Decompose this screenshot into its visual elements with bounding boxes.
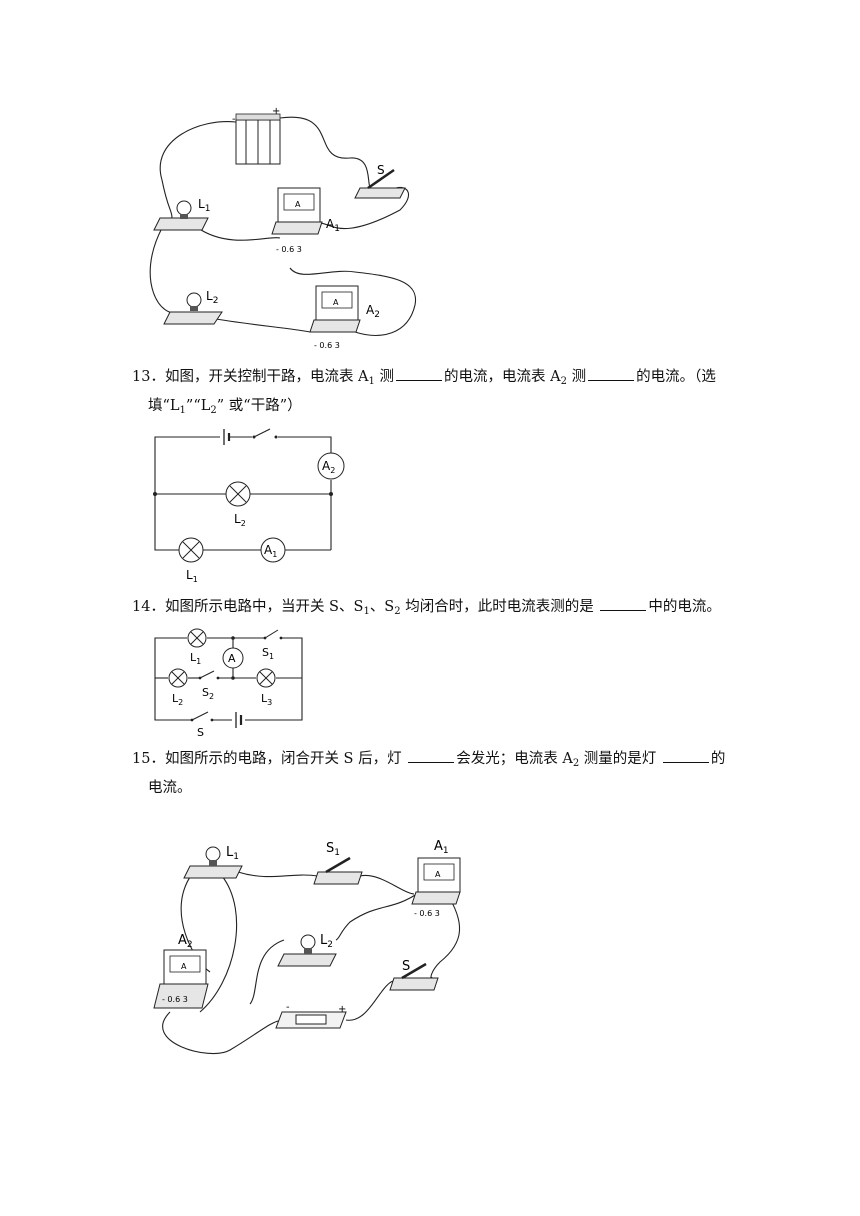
svg-text:L3: L3	[261, 692, 272, 707]
lamp-l1-symbol: L1	[187, 628, 207, 666]
physical-circuit-figure-1: - + S L1 A - 0.6 3 A1 L2 A - 0.6 3 A2	[149, 106, 417, 350]
svg-text:S1: S1	[326, 841, 340, 858]
lamp-l2-icon: L2	[277, 933, 337, 967]
question-number: 13．	[132, 369, 165, 385]
switch-s1-icon: S1	[313, 841, 363, 885]
answer-blank[interactable]	[588, 366, 635, 381]
lamp-l3-symbol: L3	[256, 668, 276, 707]
answer-blank[interactable]	[600, 596, 647, 611]
svg-text:A1: A1	[434, 839, 449, 856]
svg-text:L1: L1	[226, 845, 239, 862]
physical-circuit-figure-q15: L1 S1 A - 0.6 3 A1 L2 S A - 0.6 3 A2	[153, 839, 461, 1054]
svg-text:- 0.6 3: - 0.6 3	[414, 909, 440, 918]
lamp-l1-icon: L1	[183, 845, 243, 879]
svg-text:A1: A1	[264, 543, 277, 559]
answer-blank[interactable]	[662, 748, 709, 763]
battery-icon: - +	[275, 1002, 347, 1029]
question-number: 14．	[132, 599, 165, 615]
schematic-figure-q13: A2 L2 L1 A1	[153, 428, 345, 584]
schematic-figure-q14: L1 A S1 L2 S2 L3 S	[154, 628, 303, 739]
lamp-l2-label: L2	[206, 289, 218, 306]
switch-s-symbol: S	[190, 711, 214, 739]
battery-symbol	[235, 712, 243, 728]
ammeter-a2-icon: A - 0.6 3 A2	[153, 933, 209, 1009]
svg-text:S1: S1	[262, 646, 274, 661]
battery-minus-label: -	[232, 114, 236, 125]
question-13-line-2: 填“L1”“L2” 或“干路”）	[148, 398, 302, 416]
lamp-l1-icon: L1	[153, 197, 210, 231]
svg-text:- 0.6 3: - 0.6 3	[314, 341, 340, 350]
question-13-line-1: 13．如图，开关控制干路，电流表 A1 测的电流，电流表 A2 测的电流。（选	[132, 366, 716, 387]
svg-text:A2: A2	[322, 459, 335, 475]
svg-text:L2: L2	[320, 933, 333, 950]
svg-text:A: A	[228, 652, 236, 665]
svg-text:L2: L2	[234, 512, 246, 528]
ammeter-symbol: A	[222, 647, 244, 669]
switch-icon	[252, 428, 278, 439]
lamp-l2-icon: L2	[163, 289, 223, 325]
svg-text:L2: L2	[172, 692, 183, 707]
lamp-l1-label: L1	[198, 197, 210, 214]
svg-text:+: +	[338, 1004, 346, 1015]
battery-plus-label: +	[272, 106, 280, 117]
svg-text:A: A	[435, 870, 441, 879]
question-15-line-1: 15．如图所示的电路，闭合开关 S 后，灯 会发光；电流表 A2 测量的是灯 的	[132, 748, 725, 769]
switch-s-label: S	[377, 163, 385, 177]
ammeter-a1-symbol: A1	[260, 537, 286, 563]
answer-blank[interactable]	[408, 748, 455, 763]
svg-text:A: A	[181, 962, 187, 971]
ammeter-a1-label: A1	[326, 217, 340, 234]
switch-s-icon: S	[389, 959, 439, 991]
svg-text:-: -	[286, 1002, 290, 1013]
svg-text:- 0.6 3: - 0.6 3	[276, 245, 302, 254]
lamp-l1-symbol: L1	[178, 537, 204, 584]
lamp-l2-symbol: L2	[225, 481, 251, 528]
ammeter-a2-icon: A - 0.6 3 A2	[309, 285, 380, 350]
svg-text:A2: A2	[178, 933, 193, 950]
svg-text:S: S	[197, 726, 204, 739]
svg-text:A: A	[333, 298, 339, 307]
switch-s1-symbol: S1	[262, 629, 283, 661]
battery-icon: - +	[232, 106, 281, 165]
ammeter-a2-symbol: A2	[317, 452, 345, 480]
ammeter-a1-icon: A - 0.6 3 A1	[271, 187, 340, 254]
answer-blank[interactable]	[396, 366, 443, 381]
svg-text:S: S	[402, 959, 410, 974]
lamp-l2-symbol: L2	[168, 668, 188, 707]
ammeter-a2-label: A2	[366, 303, 380, 320]
question-14-line-1: 14．如图所示电路中，当开关 S、S1、S2 均闭合时，此时电流表测的是 中的电…	[132, 596, 721, 617]
switch-s2-symbol: S2	[198, 670, 220, 701]
switch-icon: S	[354, 163, 406, 199]
svg-text:A: A	[295, 200, 301, 209]
svg-text:S2: S2	[202, 686, 214, 701]
ammeter-a1-icon: A - 0.6 3 A1	[411, 839, 461, 918]
svg-text:L1: L1	[190, 651, 201, 666]
question-number: 15．	[132, 751, 165, 767]
svg-text:- 0.6 3: - 0.6 3	[162, 995, 188, 1004]
question-15-line-2: 电流。	[148, 780, 192, 796]
svg-text:L1: L1	[186, 568, 198, 584]
